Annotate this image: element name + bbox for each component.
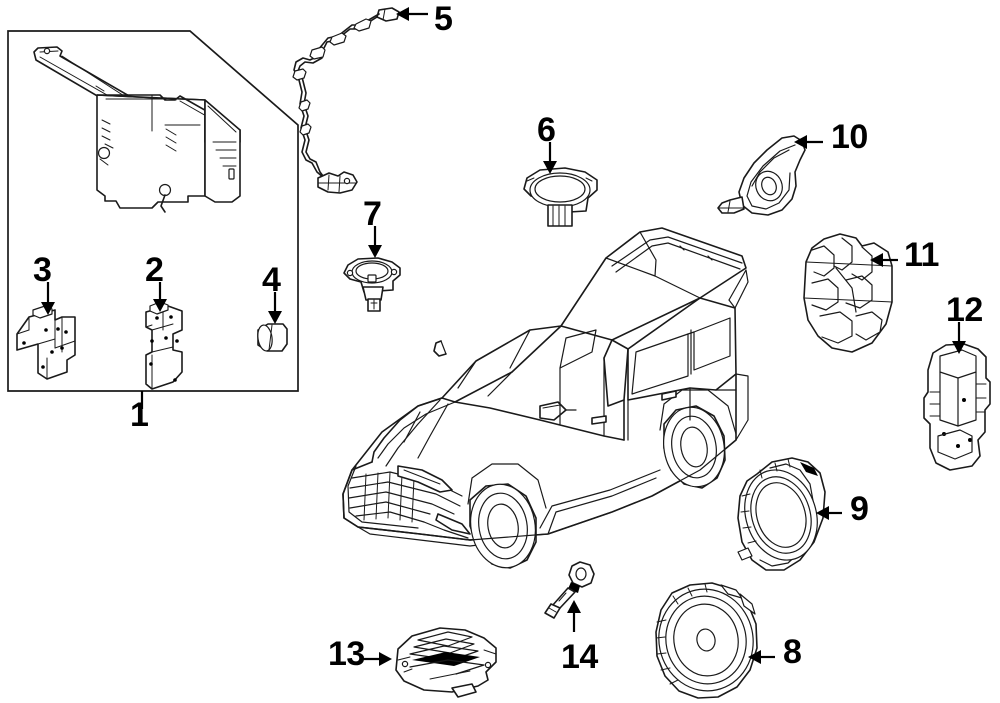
callout-number-7[interactable]: 7 bbox=[363, 195, 382, 233]
amplifier-mounting-bracket bbox=[803, 233, 893, 353]
antenna-cable-feeder bbox=[292, 7, 400, 194]
callout-number-1[interactable]: 1 bbox=[130, 396, 149, 434]
radio-mounting-bracket-right bbox=[145, 301, 183, 390]
callout-number-2[interactable]: 2 bbox=[145, 251, 164, 289]
rear-wheel bbox=[659, 389, 737, 489]
center-dash-speaker bbox=[523, 167, 598, 227]
radio-assembly-group-box bbox=[7, 30, 299, 409]
callout-number-5[interactable]: 5 bbox=[434, 0, 453, 38]
callout-number-4[interactable]: 4 bbox=[262, 261, 281, 299]
audio-amplifier bbox=[395, 627, 497, 698]
audio-control-module bbox=[923, 343, 991, 471]
vehicle-illustration bbox=[342, 227, 749, 569]
door-speaker bbox=[737, 457, 826, 571]
radio-mounting-bracket-left bbox=[16, 305, 76, 380]
callout-number-11[interactable]: 11 bbox=[904, 236, 939, 274]
antenna-noise-filter bbox=[257, 323, 288, 352]
microphone-assembly bbox=[544, 561, 595, 619]
callout-leaders bbox=[41, 7, 966, 666]
tweeter-speaker bbox=[343, 257, 401, 312]
callout-number-14[interactable]: 14 bbox=[561, 638, 598, 676]
callout-number-3[interactable]: 3 bbox=[33, 251, 52, 289]
roof-shark-fin-antenna bbox=[717, 135, 806, 216]
radio-receiver-unit bbox=[33, 46, 241, 213]
callout-number-13[interactable]: 13 bbox=[328, 635, 365, 673]
front-wheel bbox=[467, 463, 547, 569]
callout-number-6[interactable]: 6 bbox=[537, 111, 556, 149]
callout-number-9[interactable]: 9 bbox=[850, 490, 869, 528]
callout-number-8[interactable]: 8 bbox=[783, 633, 802, 671]
subwoofer-speaker bbox=[655, 582, 758, 699]
callout-number-12[interactable]: 12 bbox=[946, 291, 983, 329]
callout-number-10[interactable]: 10 bbox=[831, 118, 868, 156]
